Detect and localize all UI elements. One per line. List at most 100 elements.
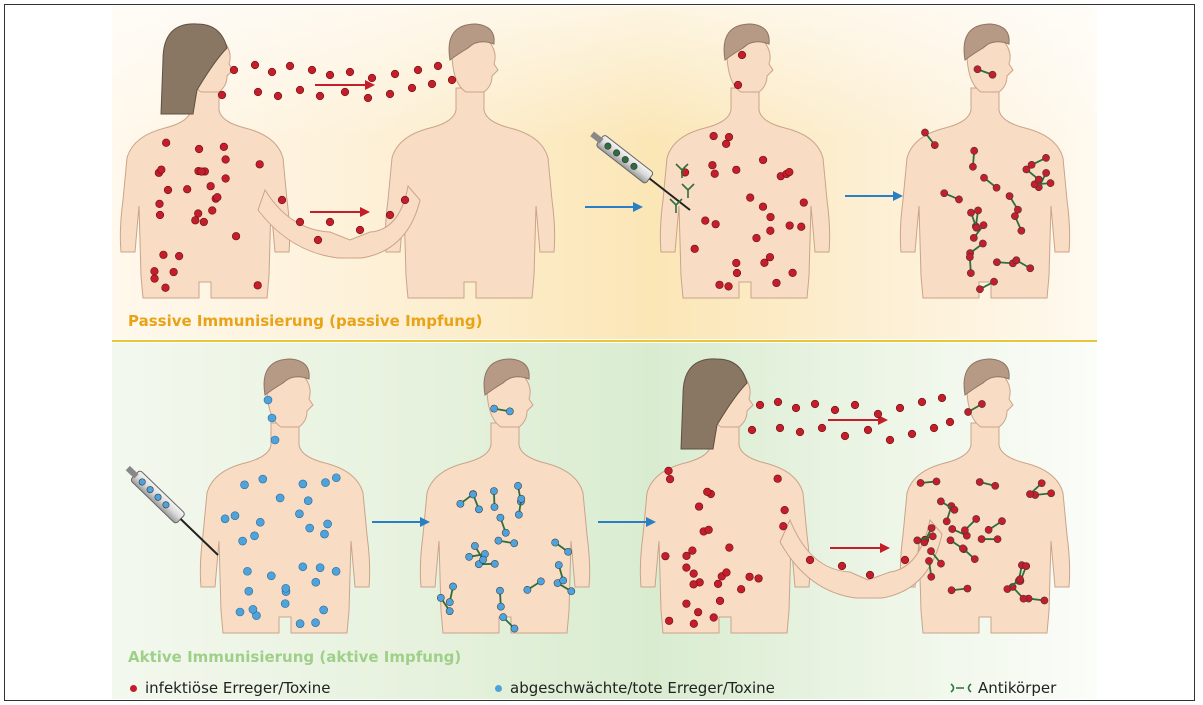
airborne-pathogen	[408, 84, 416, 92]
airborne-pathogen	[316, 92, 324, 100]
infectious-pathogen	[737, 585, 745, 593]
airborne-pathogen	[874, 410, 882, 418]
infectious-pathogen	[356, 226, 364, 234]
attenuated-pathogen	[312, 619, 320, 627]
attenuated-pathogen	[241, 481, 249, 489]
infectious-pathogen	[711, 170, 719, 178]
infectious-pathogen	[230, 66, 238, 74]
infectious-pathogen	[800, 199, 808, 207]
infectious-pathogen	[256, 161, 264, 169]
infectious-pathogen	[781, 506, 789, 514]
bound-pathogen	[970, 147, 978, 155]
attenuated-pathogen	[320, 606, 328, 614]
infectious-pathogen	[748, 426, 756, 434]
attenuated-pathogen	[256, 518, 264, 526]
attenuated-pathogen	[282, 584, 290, 592]
attenuated-pathogen	[251, 532, 259, 540]
attenuated-pathogen	[296, 620, 304, 628]
airborne-pathogen	[946, 418, 954, 426]
infectious-pathogen	[723, 569, 731, 577]
infectious-pathogen	[232, 232, 240, 240]
airborne-pathogen	[930, 424, 938, 432]
infectious-pathogen	[218, 91, 226, 99]
airborne-pathogen	[341, 88, 349, 96]
infectious-pathogen	[786, 168, 794, 176]
airborne-pathogen	[841, 432, 849, 440]
infectious-pathogen	[192, 216, 200, 224]
infectious-pathogen	[683, 564, 691, 572]
airborne-pathogen	[908, 430, 916, 438]
infectious-pathogen	[662, 552, 670, 560]
infectious-pathogen	[195, 145, 203, 153]
infectious-pathogen	[716, 281, 724, 289]
airborne-pathogen	[886, 436, 894, 444]
attenuated-pathogen	[306, 524, 314, 532]
infectious-pathogen	[194, 210, 202, 218]
infectious-pathogen	[732, 166, 740, 174]
bound-pathogen	[969, 163, 977, 171]
infectious-pathogen	[214, 193, 222, 201]
infectious-pathogen	[208, 207, 216, 215]
infectious-pathogen	[160, 251, 168, 259]
airborne-pathogen	[364, 94, 372, 102]
airborne-pathogen	[286, 62, 294, 70]
infectious-pathogen	[665, 617, 673, 625]
bound-pathogen	[967, 269, 975, 277]
attenuated-pathogen	[245, 587, 253, 595]
infectious-pathogen	[756, 401, 764, 409]
legend-antibody: Antikörper	[950, 679, 1056, 697]
infectious-pathogen	[766, 253, 774, 261]
airborne-pathogen	[434, 62, 442, 70]
attenuated-pathogen	[299, 480, 307, 488]
attenuated-pathogen	[271, 436, 279, 444]
infectious-pathogen	[789, 269, 797, 277]
airborne-pathogen	[428, 80, 436, 88]
airborne-pathogen	[774, 398, 782, 406]
airborne-pathogen	[326, 71, 334, 79]
infectious-pathogen	[738, 51, 746, 59]
attenuated-pathogen	[295, 510, 303, 518]
bound-pathogen	[993, 258, 1001, 266]
infectious-pathogen	[170, 268, 178, 276]
attenuated-pathogen	[264, 396, 272, 404]
bound-pathogen	[966, 253, 974, 261]
infectious-pathogen	[690, 570, 698, 578]
infectious-pathogen	[761, 259, 769, 267]
infectious-pathogen	[386, 211, 394, 219]
airborne-pathogen	[831, 406, 839, 414]
airborne-pathogen	[268, 68, 276, 76]
legend-attenuated: abgeschwächte/tote Erreger/Toxine	[495, 679, 775, 697]
infectious-pathogen	[175, 252, 183, 260]
attenuated-pathogen	[239, 537, 247, 545]
attenuated-pathogen	[312, 578, 320, 586]
bound-pathogen	[994, 536, 1001, 543]
attenuated-pathogen	[316, 564, 324, 572]
airborne-pathogen	[296, 86, 304, 94]
blue-dot-icon	[495, 685, 502, 692]
infectious-pathogen	[222, 156, 230, 164]
infectious-pathogen	[710, 132, 718, 140]
infectious-pathogen	[665, 467, 673, 475]
infectious-pathogen	[866, 571, 874, 579]
infectious-pathogen	[767, 213, 775, 221]
infectious-pathogen	[296, 218, 304, 226]
infectious-pathogen	[690, 581, 698, 589]
airborne-pathogen	[368, 74, 376, 82]
attenuated-pathogen	[231, 512, 239, 520]
infectious-pathogen	[732, 259, 740, 267]
infectious-pathogen	[162, 139, 170, 147]
infectious-pathogen	[207, 182, 215, 190]
infectious-pathogen	[703, 488, 711, 496]
airborne-pathogen	[448, 76, 456, 84]
infectious-pathogen	[690, 620, 698, 628]
infectious-pathogen	[712, 220, 720, 228]
attenuated-pathogen	[268, 414, 276, 422]
infectious-pathogen	[797, 223, 805, 231]
infectious-pathogen	[694, 608, 702, 616]
infectious-pathogen	[759, 203, 767, 211]
infectious-pathogen	[326, 218, 334, 226]
infectious-pathogen	[683, 552, 691, 560]
infectious-pathogen	[746, 573, 754, 581]
infectious-pathogen	[691, 245, 699, 253]
infectious-pathogen	[753, 234, 761, 242]
